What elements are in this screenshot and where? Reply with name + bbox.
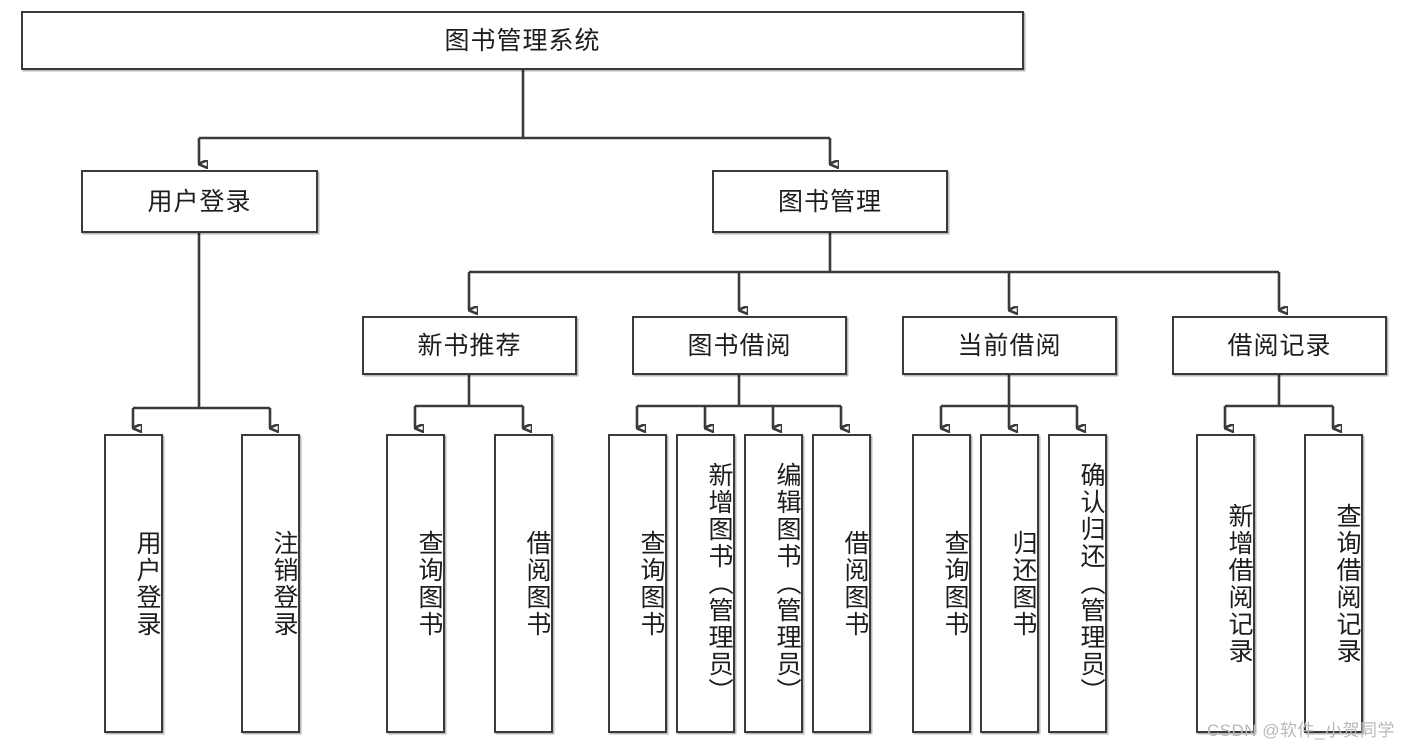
node-label: 图书管理系统 [444,26,601,55]
node-leaf-borrow-book[interactable]: 借阅图书 [812,434,871,733]
node-label: 用户登录 [147,187,252,216]
node-leaf-return-book[interactable]: 归还图书 [980,434,1039,733]
node-book-borrow[interactable]: 图书借阅 [632,316,847,375]
node-label: 查询图书 [637,529,665,638]
node-leaf-add-borrow-record[interactable]: 新增借阅记录 [1196,434,1255,733]
node-leaf-edit-book-admin[interactable]: 编辑图书（管理员） [744,434,803,733]
node-leaf-user-login[interactable]: 用户登录 [104,434,163,733]
node-borrow-record[interactable]: 借阅记录 [1172,316,1387,375]
node-book-management[interactable]: 图书管理 [712,170,948,233]
node-label: 确认归还（管理员） [1077,462,1105,705]
node-leaf-query-book-recommend[interactable]: 查询图书 [386,434,445,733]
node-label: 借阅图书 [841,529,869,638]
node-leaf-confirm-return-admin[interactable]: 确认归还（管理员） [1048,434,1107,733]
node-label: 当前借阅 [957,331,1062,360]
node-label: 图书管理 [777,187,882,216]
node-leaf-add-book-admin[interactable]: 新增图书（管理员） [676,434,735,733]
node-label: 新增图书（管理员） [705,462,733,705]
node-leaf-query-book-current[interactable]: 查询图书 [912,434,971,733]
node-label: 用户登录 [133,529,161,638]
node-label: 注销登录 [270,529,298,638]
node-label: 借阅记录 [1227,331,1332,360]
node-user-login[interactable]: 用户登录 [81,170,318,233]
node-leaf-query-book-borrow[interactable]: 查询图书 [608,434,667,733]
node-new-book-recommend[interactable]: 新书推荐 [362,316,577,375]
node-current-borrow[interactable]: 当前借阅 [902,316,1117,375]
node-leaf-query-borrow-record[interactable]: 查询借阅记录 [1304,434,1363,733]
node-label: 查询图书 [415,529,443,638]
node-label: 查询图书 [941,529,969,638]
node-label: 新书推荐 [417,331,522,360]
node-label: 归还图书 [1009,529,1037,638]
node-label: 编辑图书（管理员） [773,462,801,705]
node-label: 新增借阅记录 [1225,502,1253,665]
node-leaf-logout[interactable]: 注销登录 [241,434,300,733]
node-label: 图书借阅 [687,331,792,360]
node-label: 查询借阅记录 [1333,502,1361,665]
node-leaf-borrow-book-recommend[interactable]: 借阅图书 [494,434,553,733]
node-root-book-management-system[interactable]: 图书管理系统 [21,11,1024,70]
node-label: 借阅图书 [523,529,551,638]
